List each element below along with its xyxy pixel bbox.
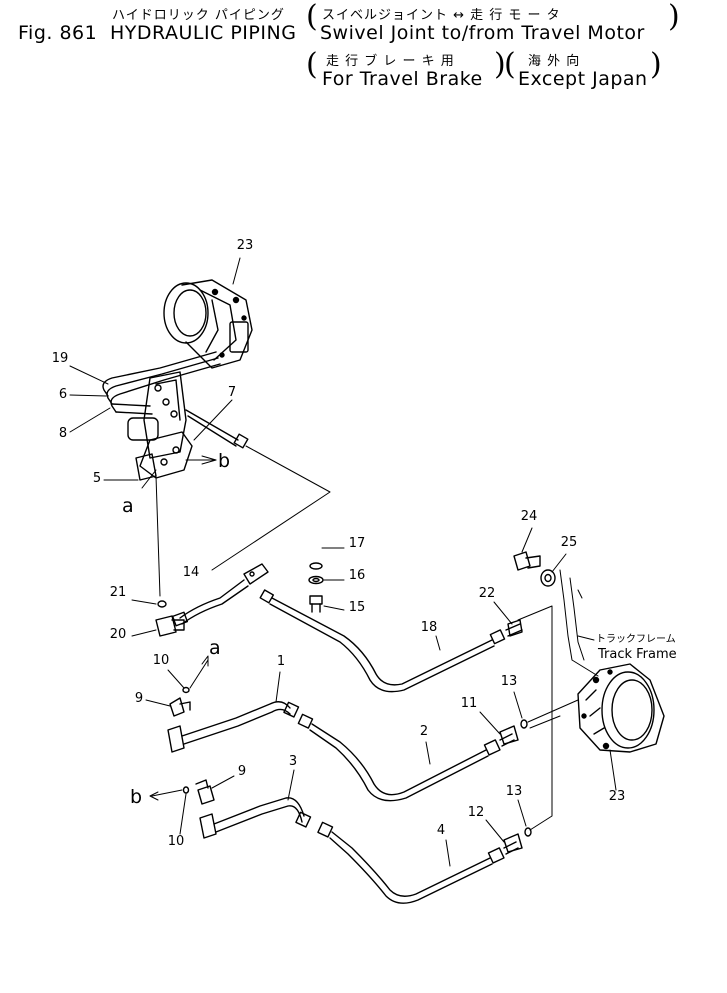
part-number-label: 9 <box>238 764 246 779</box>
pipe-18 <box>259 589 523 693</box>
part-number-labels: 23 19 6 8 7 5 17 16 15 14 21 20 24 25 22 18 1 10 9 13 11 2 23 3… <box>52 238 626 849</box>
part-number-label: 22 <box>479 586 496 601</box>
part-number-label: 21 <box>110 585 127 600</box>
part-number-label: 2 <box>420 724 428 739</box>
part-number-label: 1 <box>277 654 285 669</box>
elbow-fitting-20 <box>131 599 185 637</box>
part-number-label: 12 <box>468 805 485 820</box>
part-number-label: 24 <box>521 509 538 524</box>
callout-a-upper: a <box>122 495 134 517</box>
swivel-joint-assembly <box>102 351 249 481</box>
part-number-label: 15 <box>349 600 366 615</box>
group2-en: For Travel Brake <box>322 68 483 90</box>
part-number-label: 8 <box>59 426 67 441</box>
group1-en: Swivel Joint to/from Travel Motor <box>320 22 645 44</box>
fittings-12-13-lower <box>485 799 532 853</box>
pipe-4 <box>317 821 519 904</box>
part-number-label: 23 <box>609 789 626 804</box>
part-number-label: 10 <box>168 834 185 849</box>
pipe-2 <box>297 713 515 802</box>
paren-open-1: ( <box>306 0 318 34</box>
figure-number: Fig. 861 <box>18 22 98 44</box>
travel-motor-lower <box>577 663 665 791</box>
group2-jp: 走 行 ブ レ ー キ 用 <box>326 54 455 69</box>
route-line <box>517 605 553 701</box>
track-frame-bracket <box>559 569 599 677</box>
part-number-label: 3 <box>289 754 297 769</box>
part-number-label: 16 <box>349 568 366 583</box>
track-frame-label-jp: トラックフレーム <box>596 633 676 645</box>
pipe-3 <box>199 769 312 839</box>
paren-close-3: ) <box>650 47 662 82</box>
part-number-label: 25 <box>561 535 578 550</box>
figure-title-jp: ハイドロリック パイピング <box>112 8 285 23</box>
callout-b-upper: b <box>218 450 230 472</box>
part-number-label: 14 <box>183 565 200 580</box>
tee-bracket <box>171 563 269 627</box>
part-number-label: 18 <box>421 620 438 635</box>
figure-title-block: ハイドロリック パイピング Fig. 861 HYDRAULIC PIPING … <box>0 0 727 100</box>
part-number-label: 4 <box>437 823 445 838</box>
part-number-label: 13 <box>501 674 518 689</box>
part-number-label: 5 <box>93 471 101 486</box>
group3-jp: 海 外 向 <box>528 54 581 69</box>
figure-title: HYDRAULIC PIPING <box>110 22 297 44</box>
paren-open-3: ( <box>504 47 516 82</box>
callout-a-lower: a <box>209 637 221 659</box>
travel-motor-upper <box>163 257 253 369</box>
route-line <box>529 715 561 729</box>
fittings-22-24-25 <box>493 527 567 637</box>
part-number-label: 17 <box>349 536 366 551</box>
paren-close-2: ) <box>494 47 506 82</box>
part-number-label: 13 <box>506 784 523 799</box>
route-line <box>529 699 553 831</box>
part-number-label: 6 <box>59 387 67 402</box>
elbow-fitting-9-upper <box>145 655 209 717</box>
pipe-1 <box>167 671 300 753</box>
callout-b-lower: b <box>130 786 142 808</box>
paren-open-2: ( <box>306 47 318 82</box>
part-number-label: 11 <box>461 696 478 711</box>
elbow-fitting-9-lower <box>149 775 235 835</box>
part-number-label: 19 <box>52 351 69 366</box>
pipe-route-line <box>211 445 331 571</box>
leader-lines-upper <box>69 365 233 489</box>
group1-jp: スイベルジョイント ↔ 走 行 モ ー タ <box>322 8 561 23</box>
track-frame-label-en: Track Frame <box>597 647 677 662</box>
pipe-route-line <box>155 475 161 597</box>
part-number-label: 10 <box>153 653 170 668</box>
part-number-label: 9 <box>135 691 143 706</box>
paren-close-1: ) <box>668 0 680 34</box>
part-number-label: 20 <box>110 627 127 642</box>
bolt-washer-set <box>308 547 345 613</box>
fittings-11-13-upper <box>479 691 579 745</box>
part-number-label: 23 <box>237 238 254 253</box>
group3-en: Except Japan <box>518 68 648 90</box>
part-number-label: 7 <box>228 385 236 400</box>
